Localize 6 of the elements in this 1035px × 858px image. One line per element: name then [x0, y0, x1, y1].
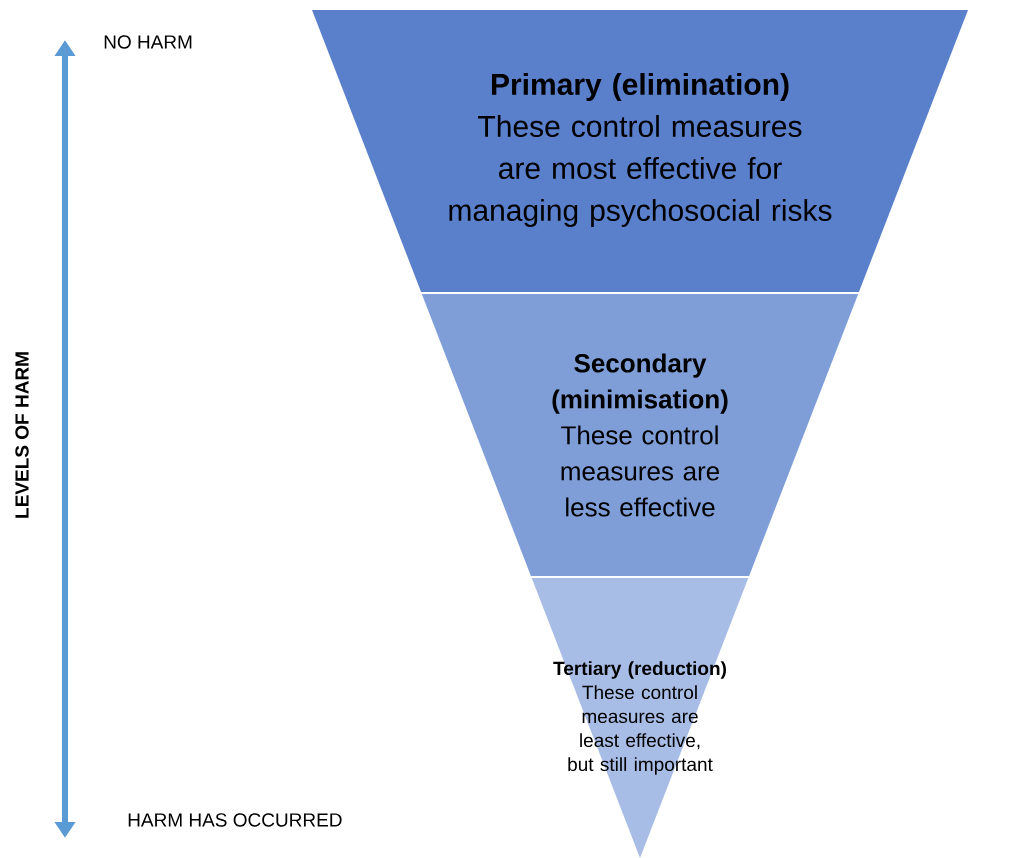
- hierarchy-band: Primary (elimination) These control measures are most effective for managing psychosocial risks: [312, 10, 968, 292]
- axis-label: NO HARM: [104, 35, 192, 49]
- axis-label: HARM HAS OCCURRED: [128, 813, 342, 827]
- axis-label: LEVELS OF HARM: [15, 352, 29, 518]
- hierarchy-band: Secondary (minimisation) These control measures are less effective: [421, 294, 859, 576]
- hierarchy-band: Tertiary (reduction) These control measures are least effective, but still important: [531, 578, 749, 858]
